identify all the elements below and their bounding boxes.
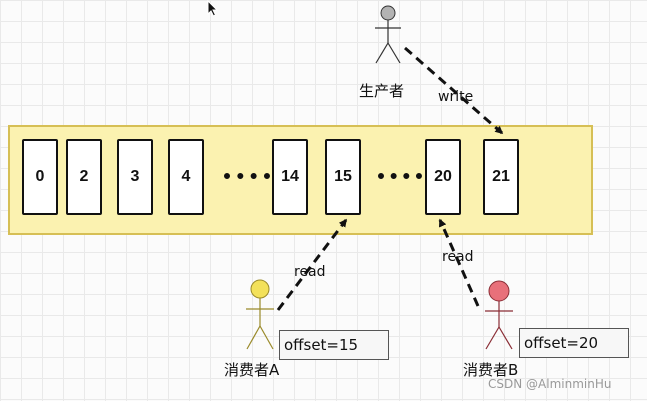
queue-cell: 20 <box>425 139 461 215</box>
queue-cell: 3 <box>117 139 153 215</box>
queue-cell: 4 <box>168 139 204 215</box>
queue-cell: 2 <box>66 139 102 215</box>
queue-cell: 14 <box>272 139 308 215</box>
read-label-b: read <box>442 249 474 265</box>
watermark: CSDN @AlminminHu <box>488 377 612 391</box>
offset-box-a: offset=15 <box>279 330 389 360</box>
ellipsis-dots <box>378 173 422 187</box>
mouse-pointer-icon <box>207 0 219 17</box>
consumer-a-figure-icon <box>246 279 274 350</box>
read-label-a: read <box>294 264 326 280</box>
consumer-b-figure-icon <box>485 280 513 350</box>
queue-cell: 15 <box>325 139 361 215</box>
consumer-b-label: 消费者B <box>463 361 519 379</box>
producer-label: 生产者 <box>359 82 405 100</box>
read-arrow-a <box>276 218 348 311</box>
offset-box-b: offset=20 <box>519 328 629 358</box>
queue-cell: 0 <box>22 139 58 215</box>
write-label: write <box>438 89 474 105</box>
write-arrow <box>404 46 504 135</box>
queue-cell: 21 <box>483 139 519 215</box>
message-queue: 0 2 3 4 14 15 20 21 <box>8 125 593 235</box>
read-arrow-b <box>438 218 480 307</box>
consumer-a-label: 消费者A <box>224 361 280 379</box>
producer-figure-icon <box>375 5 401 64</box>
ellipsis-dots <box>224 173 270 187</box>
